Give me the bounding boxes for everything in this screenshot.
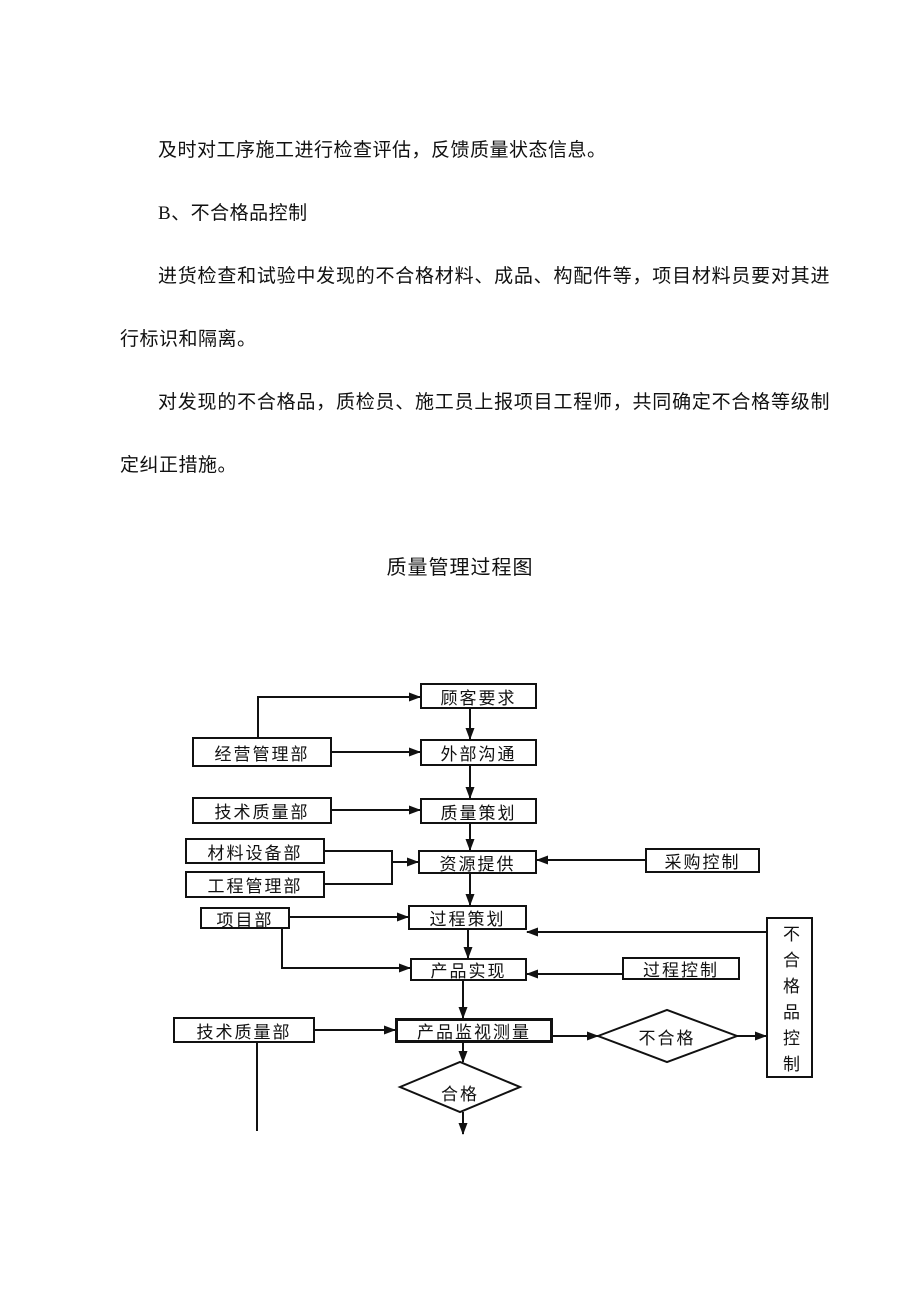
node-business-management-dept: 经营管理部 [192,737,332,767]
conforming-diamond-label: 合格 [441,1084,479,1104]
node-quality-planning: 质量策划 [420,798,537,824]
conforming-diamond [397,1060,523,1114]
body-text: 及时对工序施工进行检查评估，反馈质量状态信息。 B、不合格品控制 进货检查和试验… [120,119,830,497]
figure-title: 质量管理过程图 [386,557,534,579]
nonconforming-diamond-label: 不合格 [638,1028,696,1048]
paragraph: 及时对工序施工进行检查评估，反馈质量状态信息。 [158,140,607,161]
node-resource-provision: 资源提供 [418,850,537,874]
node-procurement-control: 采购控制 [645,848,760,873]
node-external-communication: 外部沟通 [420,739,537,766]
paragraph: 对发现的不合格品，质检员、施工员上报项目工程师，共同确定不合格等级制定纠正措施。 [120,392,830,476]
node-engineering-management-dept: 工程管理部 [185,871,325,898]
node-project-dept: 项目部 [200,907,290,930]
node-product-monitoring-measurement: 产品监视测量 [395,1018,553,1043]
node-material-equipment-dept: 材料设备部 [185,838,325,864]
node-tech-quality-dept-1: 技术质量部 [192,797,332,824]
node-product-realization: 产品实现 [410,958,527,981]
node-tech-quality-dept-2: 技术质量部 [173,1017,315,1043]
node-customer-requirements: 顾客要求 [420,683,537,709]
nonconforming-diamond [595,1008,740,1064]
paragraph: 进货检查和试验中发现的不合格材料、成品、构配件等，项目材料员要对其进行标识和隔离… [120,266,830,350]
paragraph: B、不合格品控制 [158,203,308,224]
node-process-control: 过程控制 [622,957,740,980]
node-process-planning: 过程策划 [408,905,527,930]
node-nonconforming-product-control: 不合格品控制 [766,917,813,1081]
